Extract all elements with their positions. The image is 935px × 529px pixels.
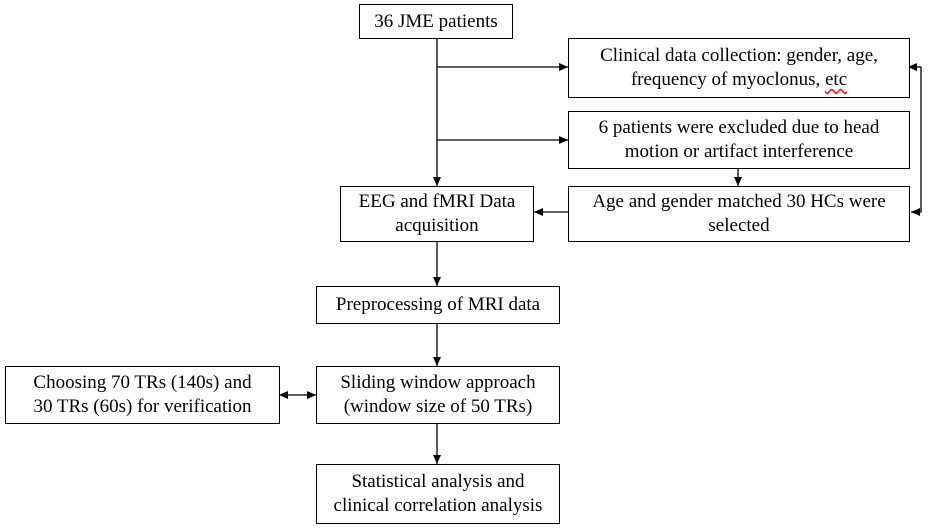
node-acquisition: EEG and fMRI Data acquisition (340, 186, 534, 242)
node-statistical-line-1: Statistical analysis and (351, 471, 525, 492)
node-patients-line-1: 36 JME patients (374, 10, 498, 32)
node-clinical-line-1: Clinical data collection: gender, age, (600, 45, 878, 66)
node-hcs: Age and gender matched 30 HCs were selec… (568, 186, 910, 242)
node-clinical-line-2: frequency of myoclonus, etc (631, 68, 847, 92)
node-excluded-line-2: motion or artifact interference (624, 141, 854, 162)
node-acquisition-line-1: EEG and fMRI Data (358, 191, 516, 212)
node-clinical: Clinical data collection: gender, age, f… (568, 38, 910, 98)
node-hcs-line-1: Age and gender matched 30 HCs were (592, 191, 886, 212)
node-acquisition-line-2: acquisition (395, 215, 479, 236)
node-statistical: Statistical analysis and clinical correl… (316, 464, 560, 524)
node-preprocessing: Preprocessing of MRI data (316, 286, 560, 324)
node-sliding-line-1: Sliding window approach (340, 372, 536, 393)
node-statistical-line-2: clinical correlation analysis (333, 495, 543, 516)
node-clinical-line-2-text: frequency of myoclonus, (630, 69, 825, 90)
node-clinical-etc: etc (825, 69, 848, 90)
node-patients: 36 JME patients (359, 4, 513, 39)
node-sliding-line-2: (window size of 50 TRs) (343, 396, 533, 417)
arrow-clinical-to-hcs-loop (908, 63, 922, 216)
node-choosing-line-1: Choosing 70 TRs (140s) and (33, 372, 252, 393)
node-choosing: Choosing 70 TRs (140s) and 30 TRs (60s) … (5, 366, 280, 424)
node-preprocessing-line-1: Preprocessing of MRI data (335, 294, 541, 315)
node-excluded-line-1: 6 patients were excluded due to head (598, 117, 880, 138)
node-excluded: 6 patients were excluded due to head mot… (568, 111, 910, 169)
node-hcs-line-2: selected (708, 215, 770, 236)
node-choosing-line-2: 30 TRs (60s) for verification (33, 396, 252, 417)
node-sliding: Sliding window approach (window size of … (316, 366, 560, 424)
